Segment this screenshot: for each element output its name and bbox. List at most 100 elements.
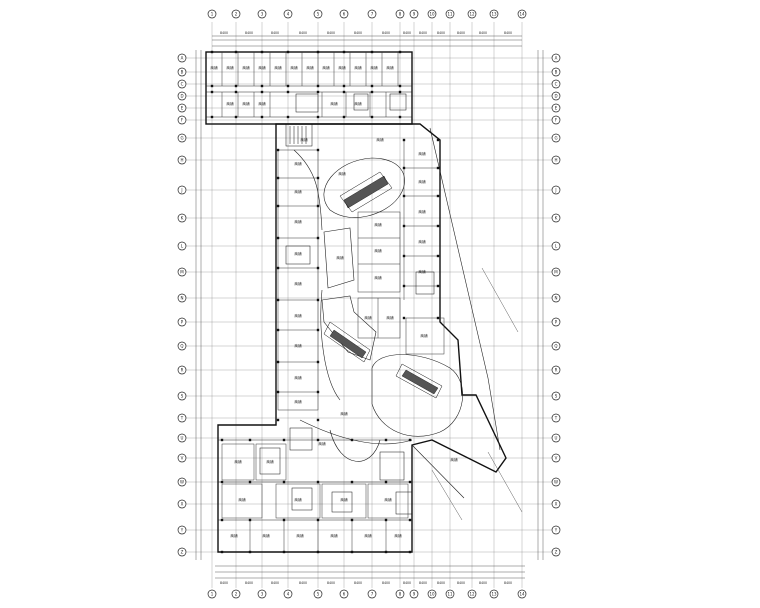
column (286, 50, 290, 54)
svg-text:E: E (181, 106, 184, 111)
axis-bubble-left: T (177, 413, 187, 423)
svg-text:1: 1 (211, 592, 214, 597)
room-label: 商铺 (294, 313, 302, 318)
svg-text:H: H (180, 158, 183, 163)
column (282, 550, 286, 554)
axis-bubble-top: 9 (409, 9, 419, 19)
room-label: 商铺 (370, 65, 378, 70)
axis-bubble-bottom: 12 (467, 589, 477, 599)
axis-bubble-bottom: 13 (489, 589, 499, 599)
room-label: 商铺 (364, 315, 372, 320)
axis-bubble-top: 12 (467, 9, 477, 19)
axis-bubble-left: G (177, 133, 187, 143)
svg-text:Y: Y (180, 528, 184, 533)
svg-text:Z: Z (555, 550, 558, 555)
axis-bubble-left: V (177, 453, 187, 463)
svg-text:10: 10 (429, 592, 435, 597)
svg-text:A: A (555, 56, 558, 61)
column (276, 148, 280, 152)
svg-text:G: G (554, 136, 557, 141)
column (316, 418, 320, 422)
room-label: 商铺 (384, 497, 392, 502)
column (408, 550, 412, 554)
svg-text:B: B (555, 70, 558, 75)
dimension-label: 8400 (403, 581, 411, 585)
column (316, 50, 320, 54)
axis-bubble-right: H (551, 155, 561, 165)
column (316, 480, 320, 484)
left-dimension-chain (195, 50, 202, 560)
room-label: 商铺 (242, 101, 250, 106)
axis-bubble-top: 13 (489, 9, 499, 19)
axis-bubble-left: K (177, 213, 187, 223)
room-label: 商铺 (306, 65, 314, 70)
svg-text:L: L (181, 244, 184, 249)
axis-bubble-left: W (177, 477, 187, 487)
room-label: 商铺 (418, 209, 426, 214)
dimension-label: 8400 (419, 31, 427, 35)
room-label: 商铺 (296, 533, 304, 538)
column (436, 316, 440, 320)
column (316, 204, 320, 208)
axis-bubble-right: Y (551, 525, 561, 535)
axis-bubble-left: E (177, 103, 187, 113)
dimension-label: 8400 (245, 581, 253, 585)
svg-text:F: F (555, 118, 558, 123)
column (316, 438, 320, 442)
column (276, 390, 280, 394)
svg-text:R: R (555, 368, 558, 373)
column (286, 90, 290, 94)
west-shop-strip (277, 149, 319, 411)
room-label: 商铺 (294, 161, 302, 166)
axis-bubble-right: N (551, 293, 561, 303)
axis-bubble-left: M (177, 267, 187, 277)
svg-text:7: 7 (371, 592, 374, 597)
svg-text:X: X (555, 502, 558, 507)
svg-text:G: G (180, 136, 183, 141)
svg-text:Q: Q (554, 344, 557, 349)
column (276, 176, 280, 180)
column (384, 518, 388, 522)
room-label: 商铺 (374, 275, 382, 280)
svg-text:10: 10 (429, 12, 435, 17)
axis-bubble-right: R (551, 365, 561, 375)
svg-text:U: U (555, 436, 558, 441)
svg-text:11: 11 (447, 592, 453, 597)
room-label: 商铺 (274, 65, 282, 70)
axis-bubble-left: Y (177, 525, 187, 535)
stair-core-north (285, 123, 313, 147)
axis-bubble-right: B (551, 67, 561, 77)
column (370, 115, 374, 119)
column (276, 328, 280, 332)
axis-bubble-right: K (551, 213, 561, 223)
room-label: 商铺 (242, 65, 250, 70)
axis-bubble-top: 5 (313, 9, 323, 19)
axis-bubble-bottom: 10 (427, 589, 437, 599)
svg-text:9: 9 (413, 12, 416, 17)
axis-bubble-bottom: 5 (313, 589, 323, 599)
svg-text:4: 4 (287, 592, 290, 597)
axis-bubble-right: W (551, 477, 561, 487)
column (436, 224, 440, 228)
column (248, 550, 252, 554)
svg-text:Y: Y (554, 528, 558, 533)
room-label: 商铺 (394, 533, 402, 538)
svg-text:6: 6 (343, 12, 346, 17)
axis-bubble-right: A (551, 53, 561, 63)
svg-text:X: X (181, 502, 184, 507)
svg-text:12: 12 (469, 592, 475, 597)
column (276, 418, 280, 422)
dimension-label: 8400 (504, 31, 512, 35)
axis-bubble-left: S (177, 391, 187, 401)
east-shop-strip (403, 140, 445, 355)
column (408, 438, 412, 442)
column (316, 360, 320, 364)
column (370, 90, 374, 94)
axis-bubble-top: 14 (517, 9, 527, 19)
axis-bubble-bottom: 3 (257, 589, 267, 599)
room-label: 商铺 (338, 171, 346, 176)
column (436, 166, 440, 170)
room-label: 商铺 (262, 533, 270, 538)
svg-text:5: 5 (317, 12, 320, 17)
